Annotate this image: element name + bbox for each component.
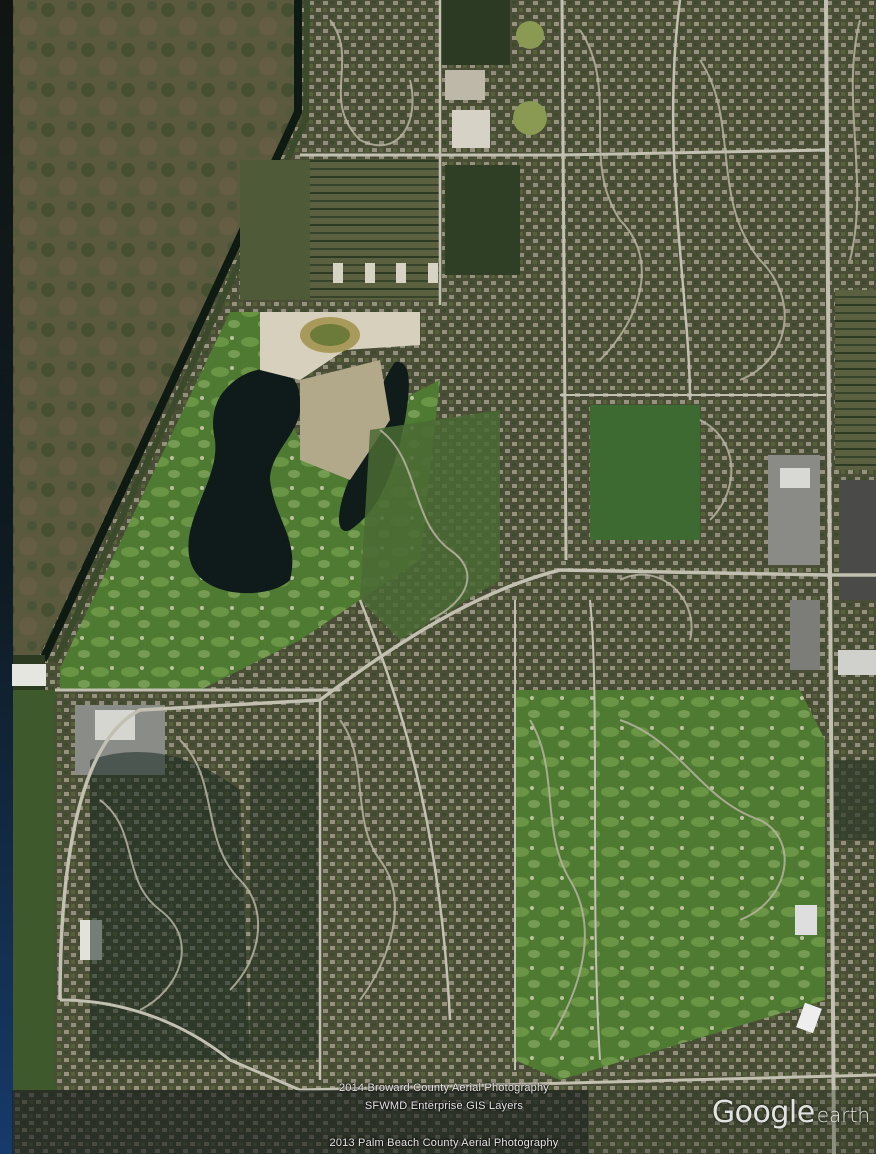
residential-streets [99,19,861,1041]
golf-course-center [590,405,700,540]
canal [39,0,302,662]
attribution-band [12,1090,588,1154]
google-earth-logo: Google earth [712,1086,870,1130]
ball-field [513,101,547,135]
vegetation-strip [13,690,55,1090]
logo-brand: Google [711,1095,815,1130]
white-structure [12,664,46,686]
forest-patch [440,0,510,65]
attribution-palm-beach: 2013 Palm Beach County Aerial Photograph… [329,1137,559,1149]
attribution-sfwmd: SFWMD Enterprise GIS Layers [364,1100,524,1112]
roads [55,0,876,1154]
left-edge-bar [0,0,13,1154]
attribution-broward: 2014 Broward County Aerial Photography [338,1082,549,1094]
lake-large [188,368,301,594]
nursery-fields [835,290,876,470]
cleared-land [300,360,390,480]
logo-product: earth [816,1103,870,1127]
golf-course-east [515,690,825,1080]
wetland-area [13,0,298,655]
parking-lot [840,480,876,600]
school-building [452,110,490,148]
